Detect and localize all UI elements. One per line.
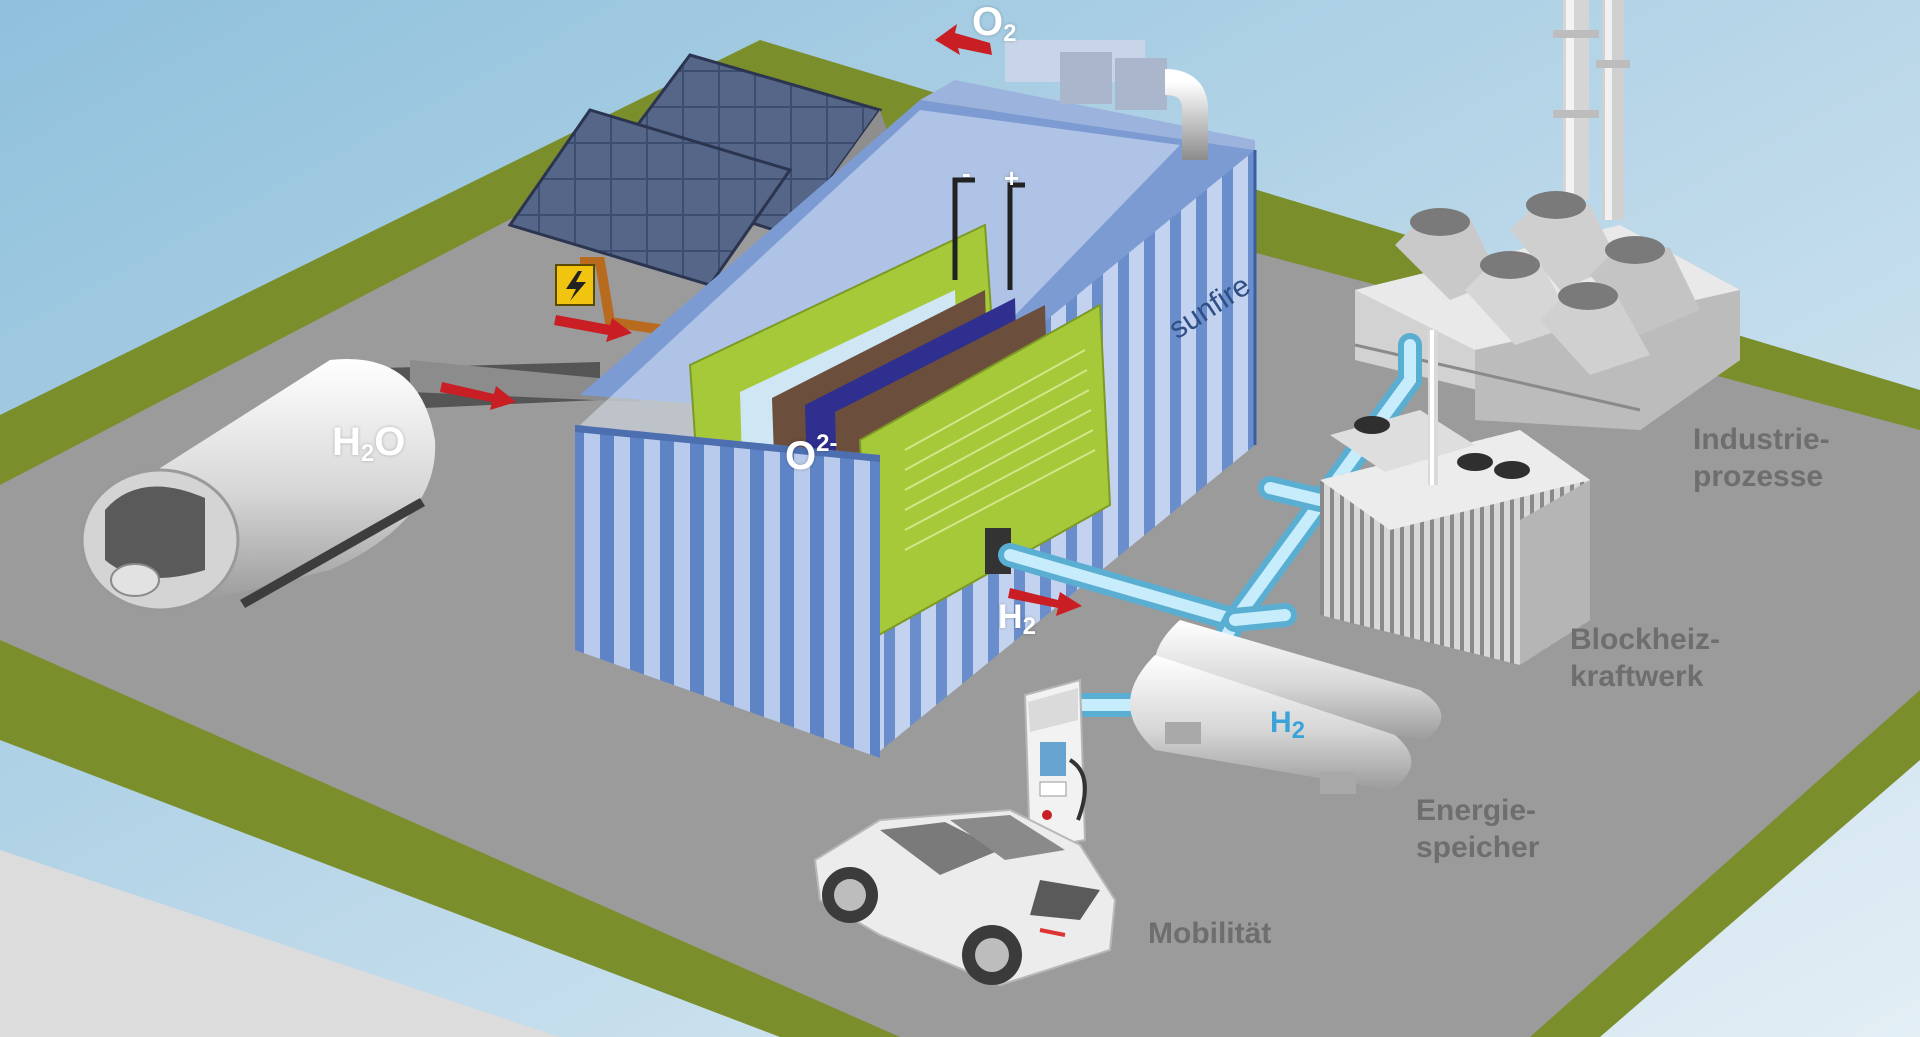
hydrogen-formula: H2: [998, 598, 1036, 641]
tank-hydrogen-formula: H2: [1270, 706, 1305, 745]
electricity-warning-icon: [556, 265, 594, 305]
energy-storage-label: Energie- speicher: [1416, 792, 1539, 866]
mobility-label: Mobilität: [1148, 915, 1271, 952]
electrode-minus-label: -: [962, 158, 971, 189]
oxygen-formula: O2: [972, 0, 1016, 48]
oxide-ion-formula: O2-: [785, 430, 837, 479]
industry-label: Industrie- prozesse: [1693, 421, 1830, 495]
electrode-plus-label: +: [1004, 163, 1019, 194]
chp-label: Blockheiz- kraftwerk: [1570, 621, 1720, 695]
water-formula: H2O: [332, 420, 405, 468]
